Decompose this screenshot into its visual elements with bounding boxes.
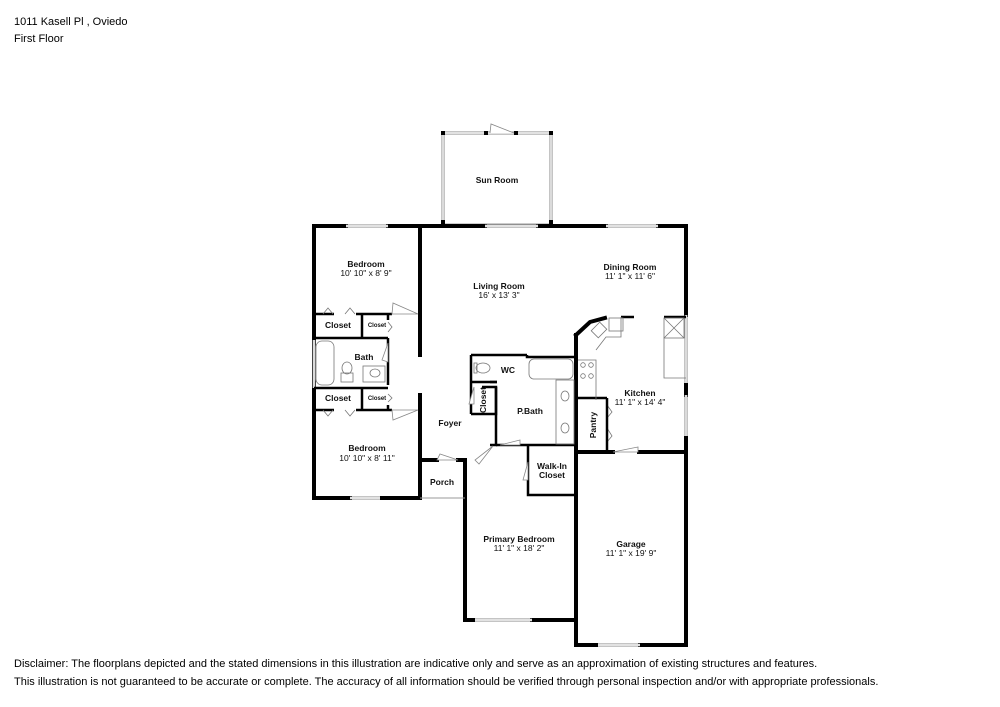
center-wing bbox=[468, 315, 686, 497]
toilet-icon bbox=[341, 361, 353, 375]
room-name: Walk-In bbox=[537, 461, 567, 471]
bifold-door-icon bbox=[322, 409, 334, 417]
room-name: Bedroom bbox=[348, 443, 386, 453]
door-swing-icon bbox=[468, 386, 475, 405]
bifold-door-icon bbox=[344, 307, 356, 315]
room-dimensions: 10' 10" x 8' 9" bbox=[340, 268, 391, 278]
vanity-icon bbox=[555, 379, 575, 445]
room-dimensions: 11' 1" x 18' 2" bbox=[494, 543, 545, 553]
room-dimensions: 11' 1" x 14' 4" bbox=[615, 397, 666, 407]
left-wing bbox=[314, 302, 459, 461]
room-name: Kitchen bbox=[624, 388, 655, 398]
room-name: Living Room bbox=[473, 281, 525, 291]
sink-icon bbox=[560, 422, 570, 434]
room-name: Sun Room bbox=[476, 175, 519, 185]
sun-room: Sun Room bbox=[441, 123, 553, 225]
room-dimensions: 11' 1" x 19' 9" bbox=[606, 548, 657, 558]
refrigerator-icon bbox=[663, 317, 685, 339]
disclaimer: Disclaimer: The floorplans depicted and … bbox=[14, 655, 878, 691]
room-name: Bath bbox=[355, 352, 374, 362]
door-swing-icon bbox=[612, 446, 639, 453]
disclaimer-line-2: This illustration is not guaranteed to b… bbox=[14, 676, 879, 688]
door-swing-icon bbox=[391, 302, 419, 315]
room-name: Garage bbox=[616, 539, 646, 549]
floor-label: First Floor bbox=[14, 33, 64, 45]
room-name: Closet bbox=[478, 387, 488, 413]
door-swing-icon bbox=[489, 123, 515, 134]
kitchen-sink-icon bbox=[590, 321, 608, 339]
room-name: Closet bbox=[368, 323, 386, 329]
toilet-icon bbox=[475, 362, 491, 374]
plan-header: 1011 Kasell Pl , Oviedo First Floor bbox=[14, 14, 128, 48]
room-name: Closet bbox=[325, 320, 351, 330]
property-address: 1011 Kasell Pl , Oviedo bbox=[14, 16, 128, 28]
bifold-door-icon bbox=[322, 307, 334, 315]
sink-icon bbox=[362, 365, 386, 383]
room-labels: Bedroom 10' 10" x 8' 9" Living Room 16' … bbox=[325, 259, 665, 558]
door-swing-icon bbox=[391, 409, 419, 421]
disclaimer-line-1: Disclaimer: The floorplans depicted and … bbox=[14, 658, 818, 670]
door-swing-icon bbox=[381, 342, 389, 363]
room-name: P.Bath bbox=[517, 406, 543, 416]
stove-icon bbox=[580, 362, 586, 368]
room-dimensions: 16' x 13' 3" bbox=[478, 290, 519, 300]
room-name: Pantry bbox=[588, 412, 598, 439]
room-dimensions: 10' 10" x 8' 11" bbox=[339, 453, 394, 463]
room-name: Porch bbox=[430, 477, 454, 487]
walls bbox=[312, 224, 688, 647]
bathtub-icon bbox=[315, 340, 335, 386]
counter-icon bbox=[578, 359, 597, 400]
bifold-door-icon bbox=[344, 409, 356, 417]
door-swing-icon bbox=[522, 461, 529, 481]
door-swing-icon bbox=[499, 439, 521, 446]
door-swing-icon bbox=[474, 445, 494, 465]
room-name: Primary Bedroom bbox=[483, 534, 555, 544]
room-name: Closet bbox=[368, 396, 386, 402]
room-name: Foyer bbox=[438, 418, 462, 428]
room-name: Bedroom bbox=[347, 259, 385, 269]
front-door-icon bbox=[436, 453, 459, 461]
room-name: WC bbox=[501, 365, 515, 375]
sink-icon bbox=[560, 390, 570, 402]
room-name: Closet bbox=[325, 393, 351, 403]
bathtub-icon bbox=[528, 358, 574, 380]
room-name: Dining Room bbox=[604, 262, 657, 272]
room-dimensions: 11' 1" x 11' 6" bbox=[605, 271, 655, 281]
room-name: Closet bbox=[539, 470, 565, 480]
